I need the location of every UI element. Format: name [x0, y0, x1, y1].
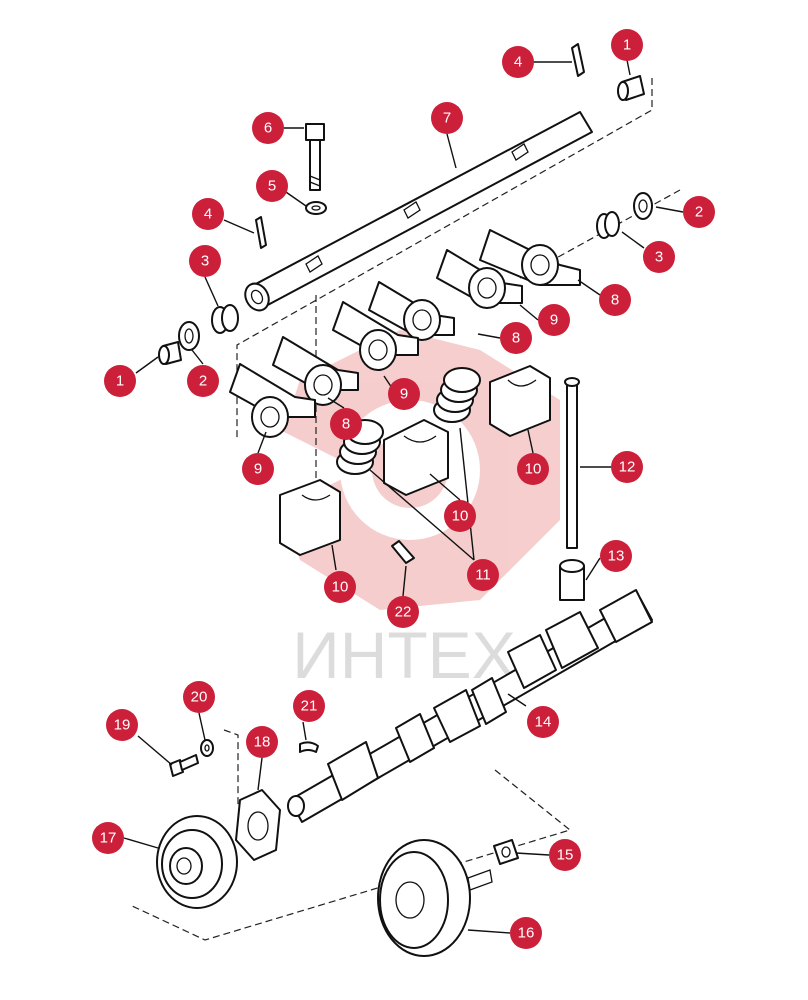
watermark-text: ИНТЕХ [292, 618, 515, 692]
svg-text:15: 15 [557, 847, 574, 864]
svg-text:5: 5 [268, 178, 276, 195]
small-washer-icon [200, 739, 214, 757]
callout-16: 16 [510, 917, 542, 949]
svg-text:8: 8 [512, 330, 520, 347]
callout-22: 22 [387, 596, 419, 628]
rocker-shaft [244, 111, 593, 312]
svg-text:3: 3 [201, 253, 209, 270]
svg-text:10: 10 [525, 461, 542, 478]
svg-text:10: 10 [332, 579, 349, 596]
bolt-icon [305, 123, 325, 191]
tappet-icon [559, 559, 585, 601]
plug-icon [158, 75, 645, 365]
callout-14: 14 [527, 706, 559, 738]
svg-text:22: 22 [395, 604, 412, 621]
thrust-plate-icon [235, 789, 281, 861]
svg-text:17: 17 [100, 830, 117, 847]
callout-13: 13 [600, 540, 632, 572]
callout-8: 8 [500, 322, 532, 354]
callout-7: 7 [431, 102, 463, 134]
callout-6: 6 [252, 112, 284, 144]
callout-15: 15 [549, 839, 581, 871]
svg-text:4: 4 [204, 206, 212, 223]
callout-9: 9 [388, 378, 420, 410]
lock-washer-icon [305, 201, 327, 215]
svg-text:18: 18 [254, 734, 271, 751]
svg-text:11: 11 [475, 567, 491, 584]
callout-8: 8 [330, 408, 362, 440]
svg-text:9: 9 [254, 461, 262, 478]
washer-icon [178, 192, 653, 351]
split-pin-icon [255, 43, 585, 249]
svg-text:9: 9 [400, 386, 408, 403]
svg-text:7: 7 [443, 110, 451, 127]
svg-text:1: 1 [116, 373, 124, 390]
callout-2: 2 [683, 196, 715, 228]
callout-11: 11 [467, 559, 499, 591]
svg-text:12: 12 [619, 459, 636, 476]
callout-2: 2 [187, 365, 219, 397]
svg-text:21: 21 [301, 698, 318, 715]
callouts: 1 4 6 7 5 4 2 3 3 8 9 8 1 2 9 8 9 10 12 … [92, 29, 715, 949]
callout-21: 21 [293, 690, 325, 722]
callout-20: 20 [183, 681, 215, 713]
callout-3: 3 [643, 241, 675, 273]
callout-5: 5 [256, 170, 288, 202]
dowel-pin-icon [391, 540, 415, 564]
callout-1: 1 [611, 29, 643, 61]
key-icon [299, 741, 319, 753]
callout-4: 4 [192, 198, 224, 230]
svg-text:8: 8 [611, 292, 619, 309]
rocker-arm-icon [229, 229, 581, 438]
svg-text:3: 3 [655, 249, 663, 266]
svg-text:1: 1 [623, 37, 631, 54]
svg-text:20: 20 [191, 689, 208, 706]
spring-icon [211, 211, 620, 334]
svg-text:9: 9 [550, 312, 558, 329]
push-rod-icon [564, 377, 580, 549]
svg-text:2: 2 [695, 204, 703, 221]
svg-text:6: 6 [264, 120, 272, 137]
svg-text:2: 2 [199, 373, 207, 390]
pulley-icon [377, 839, 493, 957]
callout-19: 19 [106, 709, 138, 741]
svg-text:10: 10 [452, 508, 469, 525]
callout-4: 4 [502, 46, 534, 78]
callout-10: 10 [444, 500, 476, 532]
callout-10: 10 [517, 453, 549, 485]
callout-17: 17 [92, 822, 124, 854]
svg-text:13: 13 [608, 548, 625, 565]
svg-text:16: 16 [518, 925, 535, 942]
nut-icon [493, 839, 519, 865]
small-bolt-icon [169, 754, 199, 777]
callout-18: 18 [246, 726, 278, 758]
svg-text:8: 8 [342, 416, 350, 433]
svg-text:19: 19 [114, 717, 131, 734]
svg-text:4: 4 [514, 54, 522, 71]
callout-12: 12 [611, 451, 643, 483]
leader-lines [123, 59, 684, 934]
svg-text:14: 14 [535, 714, 552, 731]
callout-8: 8 [599, 284, 631, 316]
callout-3: 3 [189, 245, 221, 277]
callout-9: 9 [538, 304, 570, 336]
callout-1: 1 [104, 365, 136, 397]
callout-10: 10 [324, 571, 356, 603]
camshaft-icon [287, 589, 653, 823]
gear-icon [156, 815, 238, 909]
callout-9: 9 [242, 453, 274, 485]
